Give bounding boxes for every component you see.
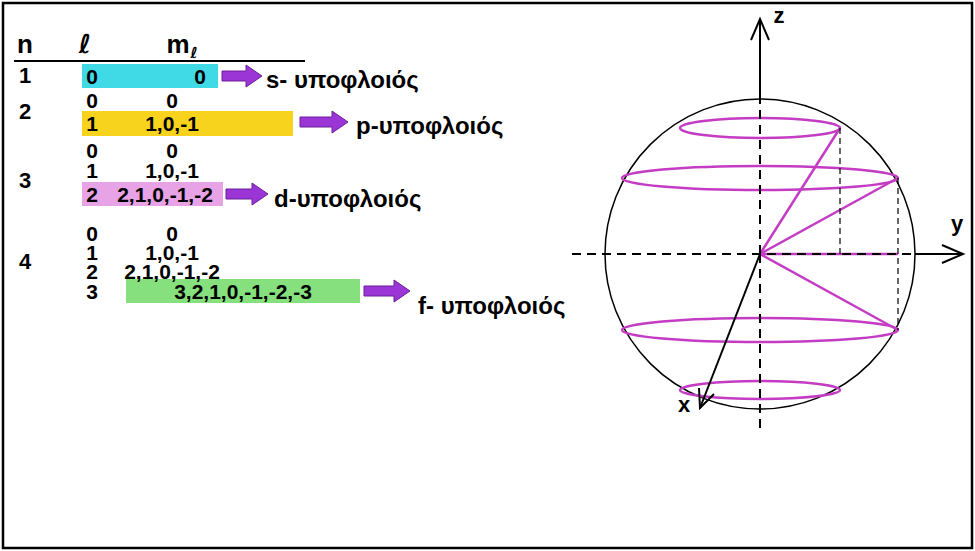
frame xyxy=(3,3,972,548)
quantum-values: 1,0,-1 xyxy=(145,113,199,134)
quantum-value: 0 xyxy=(166,90,178,111)
subshell-band: 3,2,1,0,-1,-2,-3 xyxy=(126,279,360,303)
quantum-value: 3 xyxy=(86,281,98,302)
axis-arrowhead xyxy=(751,19,769,40)
subshell-name: s- υποφλοιός xyxy=(266,68,419,92)
pointer-arrow xyxy=(300,111,348,133)
pointer-arrows xyxy=(222,65,410,302)
quantum-value: 0 xyxy=(86,140,98,161)
quantum-values: 2,1,0,-1,-2 xyxy=(117,184,213,205)
axes xyxy=(572,19,963,432)
shell-number: 1 xyxy=(19,65,31,87)
axis-label: x xyxy=(678,394,690,416)
quantum-value: 1 xyxy=(86,242,98,263)
quantum-values: 3,2,1,0,-1,-2,-3 xyxy=(174,281,312,302)
quantum-value: 1 xyxy=(86,160,98,181)
quantum-value: 0 xyxy=(166,140,178,161)
z-axis xyxy=(759,254,761,432)
axis-arrowhead xyxy=(942,245,963,263)
quantum-value: 1,0,-1 xyxy=(145,242,199,263)
z-axis xyxy=(759,99,761,254)
column-header: n xyxy=(17,31,33,57)
projection-line xyxy=(839,128,840,254)
vector-line xyxy=(760,128,840,254)
shell-number: 2 xyxy=(19,101,31,123)
quantum-value: 0 xyxy=(86,66,98,87)
column-header: m xyxy=(166,31,189,57)
y-axis xyxy=(572,253,915,255)
quantum-value: 1,0,-1 xyxy=(145,160,199,181)
subshell-band: 2 2,1,0,-1,-2 xyxy=(82,182,223,206)
subshell-band: 00 xyxy=(82,64,218,88)
pointer-arrow xyxy=(364,280,410,302)
vector-line xyxy=(760,254,898,330)
y-axis xyxy=(915,253,962,255)
subshell-band: 1 1,0,-1 xyxy=(82,111,293,136)
quantum-value: 2 xyxy=(86,184,98,205)
quantum-values: 0 xyxy=(194,66,206,87)
projection-lines xyxy=(840,128,898,330)
projection-line xyxy=(897,178,898,330)
axis-arrowhead xyxy=(699,388,714,408)
quantum-value: 2 xyxy=(86,261,98,282)
shell-number: 3 xyxy=(19,170,31,192)
vector-line xyxy=(760,178,898,254)
quantum-value: 0 xyxy=(86,90,98,111)
quantum-value: 0 xyxy=(86,223,98,244)
column-header: ℓ xyxy=(79,31,91,57)
shell-number: 4 xyxy=(19,251,31,273)
axis-label: z xyxy=(774,5,785,27)
header-rule xyxy=(14,60,305,62)
quantum-value: 2,1,0,-1,-2 xyxy=(124,261,220,282)
pointer-arrow xyxy=(226,183,268,205)
subshell-name: f- υποφλοιός xyxy=(418,294,565,318)
quantum-value: 0 xyxy=(166,223,178,244)
subscript: ℓ xyxy=(190,46,197,61)
pointer-arrow xyxy=(222,65,262,87)
z-axis xyxy=(759,19,761,99)
subshell-name: d-υποφλοιός xyxy=(274,187,421,211)
x-axis xyxy=(700,254,760,408)
subshell-name: p-υποφλοιός xyxy=(356,114,503,138)
quantum-value: 1 xyxy=(86,113,98,134)
axis-label: y xyxy=(951,213,963,235)
